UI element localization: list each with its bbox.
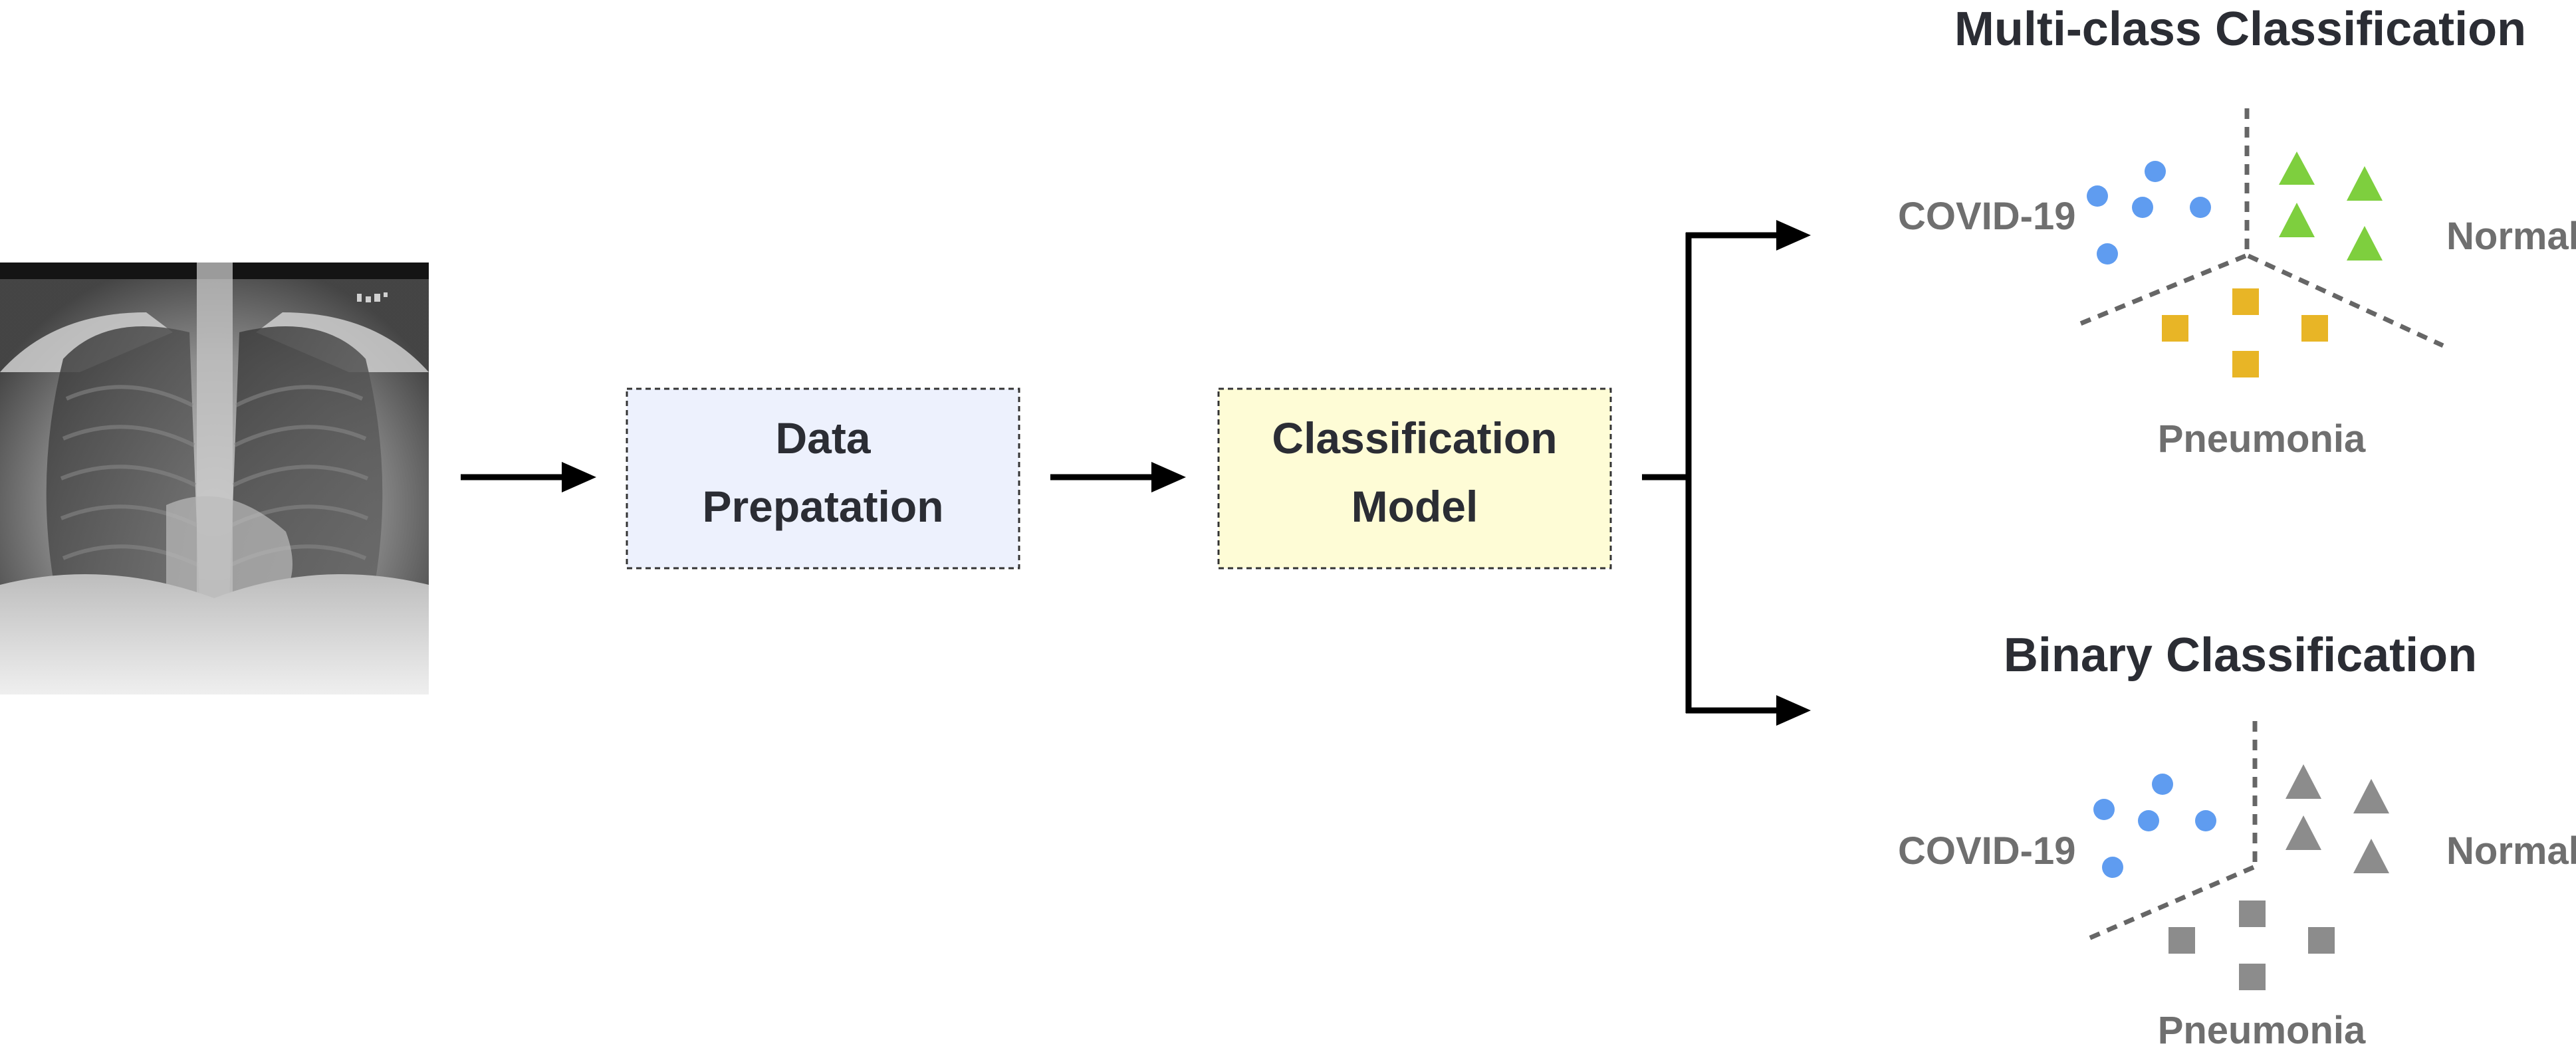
pneumonia-point (2239, 964, 2266, 990)
normal-point (2347, 226, 2383, 261)
multiclass-covid-points (2087, 161, 2211, 265)
pneumonia-point (2168, 927, 2195, 954)
pneumonia-point (2162, 315, 2188, 342)
classification-model-label-line1: Classification (1272, 413, 1557, 463)
multiclass-label-covid: COVID-19 (1898, 195, 2076, 238)
normal-point (2353, 779, 2389, 813)
covid-point (2132, 197, 2153, 218)
pneumonia-point (2232, 351, 2259, 377)
multiclass-pneumonia-points (2162, 288, 2328, 377)
covid-point (2190, 197, 2211, 218)
data-preparation-box: Data Prepatation (626, 387, 1020, 570)
normal-point (2279, 152, 2315, 185)
binary-title: Binary Classification (2004, 629, 2477, 682)
arrowhead-to-multiclass (1776, 220, 1811, 251)
normal-point (2285, 815, 2321, 850)
multiclass-label-pneumonia: Pneumonia (2158, 417, 2366, 461)
pneumonia-point (2301, 315, 2328, 342)
binary-label-pneumonia: Pneumonia (2158, 1009, 2366, 1052)
covid-point (2087, 185, 2108, 207)
arrowhead-to-binary (1776, 695, 1811, 726)
arrowhead-to-preparation (562, 462, 596, 492)
covid-point (2097, 243, 2118, 265)
data-preparation-label-line2: Prepatation (702, 482, 943, 531)
classification-model-box: Classification Model (1217, 387, 1612, 570)
arrowhead-to-model (1151, 462, 1186, 492)
data-preparation-label-line1: Data (775, 413, 871, 463)
binary-normal-points (2285, 764, 2389, 873)
normal-point (2279, 203, 2315, 237)
covid-point (2195, 810, 2216, 831)
pneumonia-point (2239, 901, 2266, 927)
branch-connector (1642, 232, 1788, 714)
pneumonia-point (2308, 927, 2335, 954)
binary-panel: Binary Classification COVID-19 Normal Pn… (1898, 629, 2576, 1052)
binary-dividers (2083, 721, 2258, 943)
binary-label-covid: COVID-19 (1898, 829, 2076, 873)
pneumonia-point (2232, 288, 2259, 315)
normal-point (2353, 839, 2389, 873)
binary-covid-points (2093, 774, 2216, 878)
multiclass-title: Multi-class Classification (1954, 3, 2526, 56)
multiclass-panel: Multi-class Classification COVID-19 Norm… (1898, 3, 2576, 461)
covid-point (2145, 161, 2166, 182)
covid-point (2138, 810, 2159, 831)
normal-point (2347, 166, 2383, 201)
classification-model-label-line2: Model (1351, 482, 1478, 531)
binary-label-normal: Normal (2446, 829, 2576, 873)
chest-xray-image (0, 263, 429, 694)
multiclass-label-normal: Normal (2446, 215, 2576, 258)
covid-point (2152, 774, 2173, 795)
covid-point (2102, 857, 2123, 878)
multiclass-dividers (2074, 108, 2444, 348)
normal-point (2285, 764, 2321, 799)
covid-point (2093, 799, 2115, 820)
multiclass-normal-points (2279, 152, 2383, 261)
binary-pneumonia-points (2168, 901, 2335, 990)
